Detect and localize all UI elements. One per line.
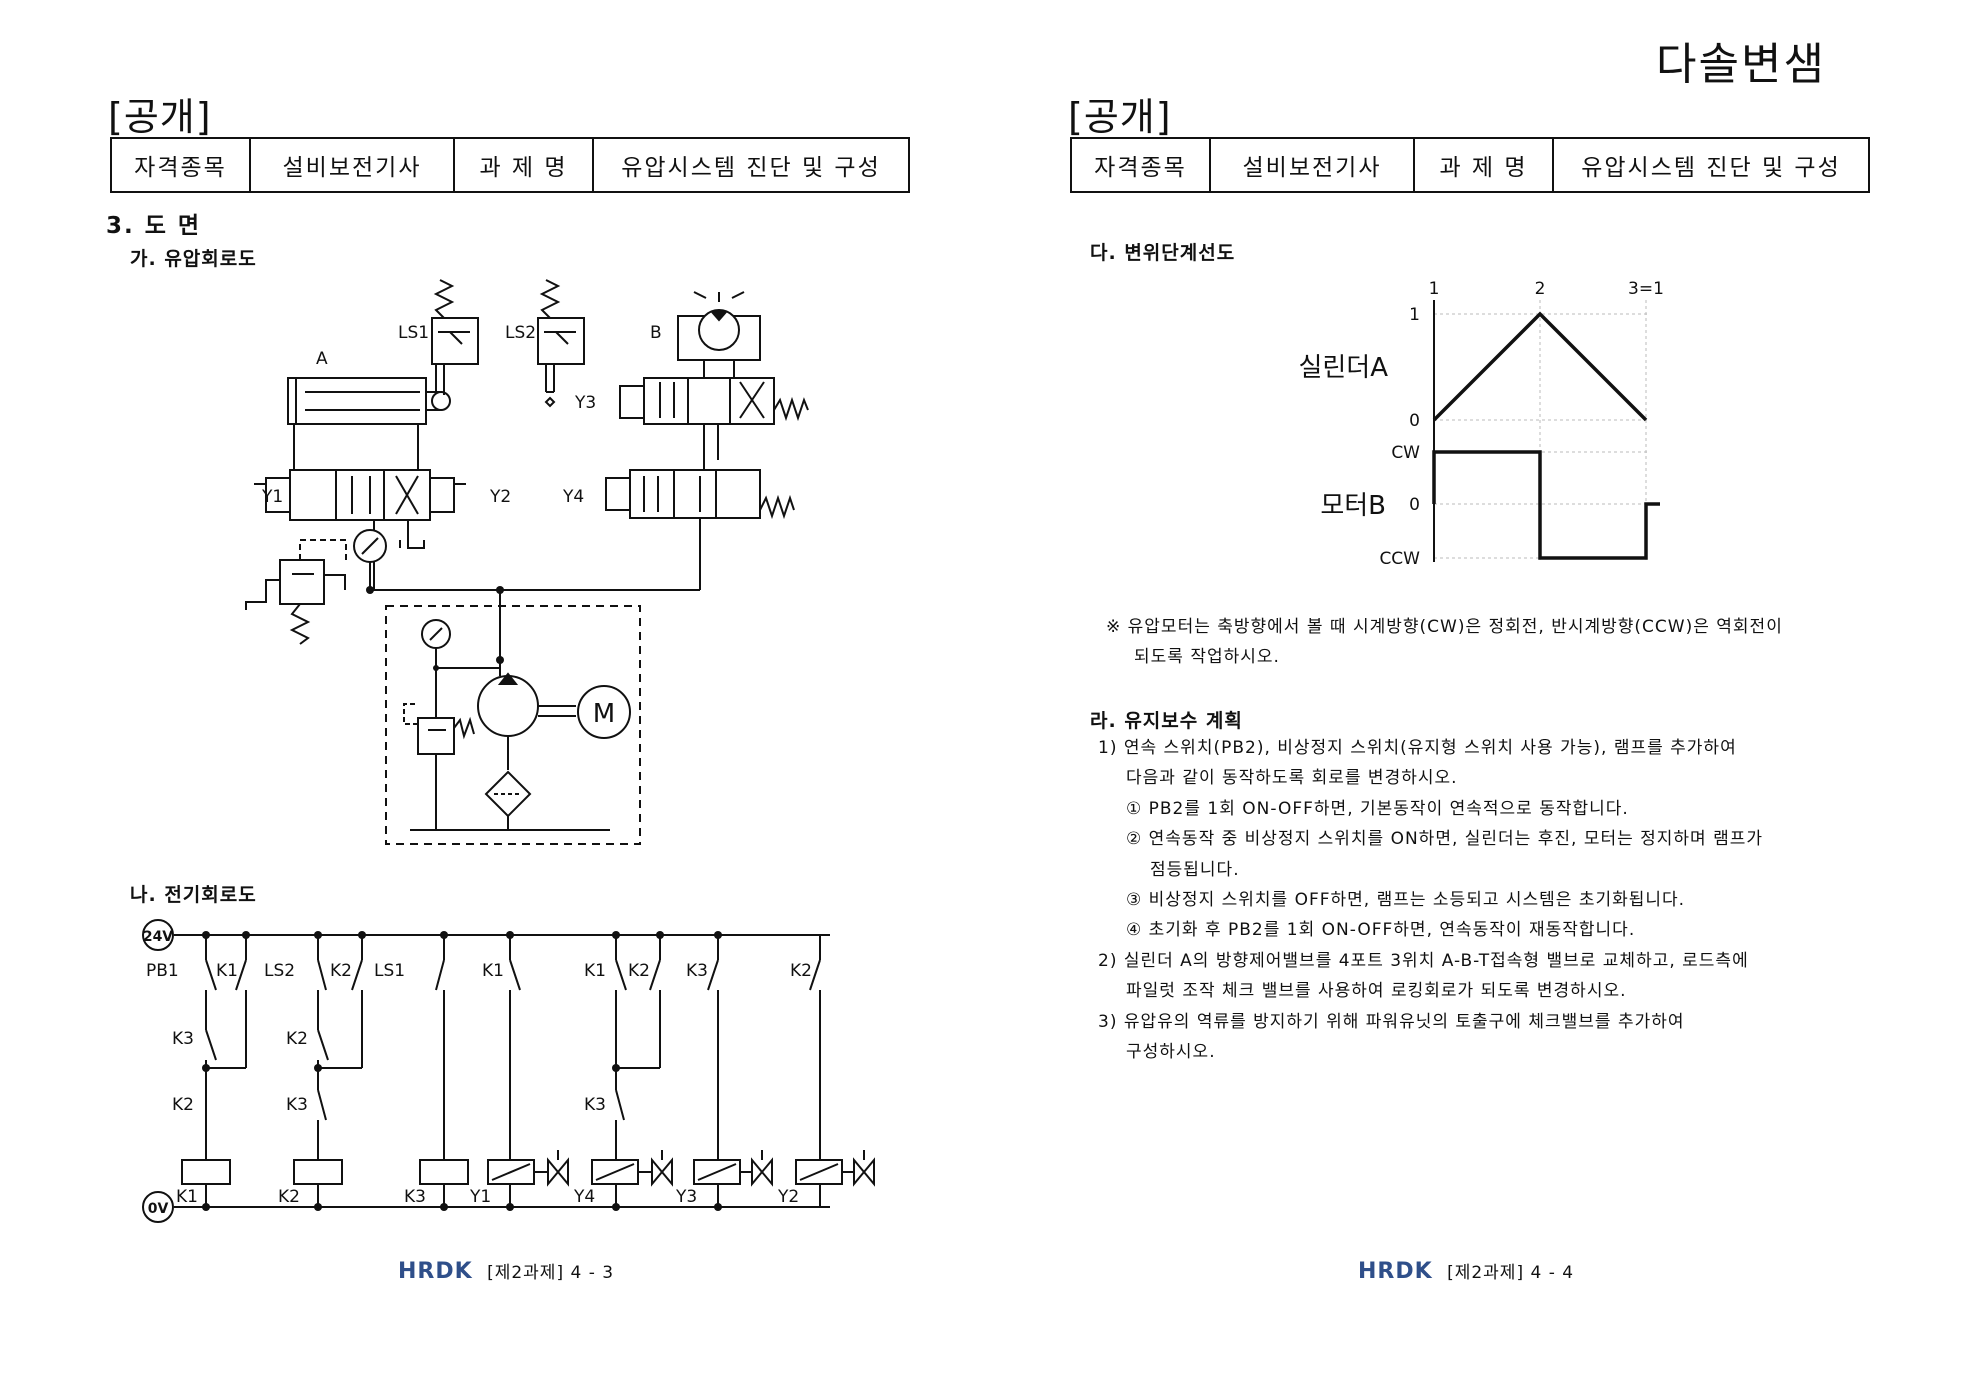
coil-label: K3	[404, 1187, 426, 1207]
plan-line: ③ 비상정지 스위치를 OFF하면, 램프는 소등되고 시스템은 초기화됩니다.	[1126, 890, 1686, 911]
label-y4: Y4	[562, 487, 584, 507]
public-badge-right: [공개]	[1068, 95, 1172, 139]
label-ls2: LS2	[505, 323, 536, 343]
contact-label: K3	[686, 961, 708, 981]
step-label: 1	[1429, 279, 1440, 299]
plan-line: 파일럿 조작 체크 밸브를 사용하여 로킹회로가 되도록 변경하시오.	[1126, 981, 1627, 1002]
cylinder-a	[287, 377, 427, 425]
contact-label: K2	[628, 961, 650, 981]
footer-page-text: [제2과제] 4 - 3	[487, 1263, 615, 1283]
contact-label: LS2	[264, 961, 295, 981]
electric-motor	[577, 685, 631, 739]
motor-b-label: 모터B	[1320, 491, 1386, 521]
label-motor-b: B	[650, 323, 662, 343]
contact-label: K3	[584, 1095, 606, 1115]
plan-line: 점등됩니다.	[1150, 859, 1240, 880]
contact-label: K2	[172, 1095, 194, 1115]
motor-b-motion-line	[1432, 450, 1660, 560]
plan-line: ① PB2를 1회 ON-OFF하면, 기본동작이 연속적으로 동작합니다.	[1126, 798, 1629, 819]
directional-valve-a	[289, 469, 431, 521]
note-block: ※ 유압모터는 축방향에서 볼 때 시계방향(CW)은 정회전, 반시계방향(C…	[1106, 612, 1783, 673]
directional-valve-b	[643, 377, 775, 425]
limit-switch-ls2	[537, 317, 585, 365]
level-label: CCW	[1379, 549, 1420, 569]
limit-switch-ls1	[431, 317, 479, 365]
footer-left: HRDK [제2과제] 4 - 3	[398, 1258, 614, 1284]
plan-line: 구성하시오.	[1126, 1042, 1216, 1063]
subtitle-maintenance-plan: 라. 유지보수 계획	[1090, 710, 1243, 732]
power-unit-box	[385, 605, 641, 845]
header-cell-category-value: 설비보전기사	[249, 137, 455, 193]
contact-label: K2	[790, 961, 812, 981]
note-line: 되도록 작업하시오.	[1134, 647, 1280, 668]
level-label: 0	[1409, 411, 1420, 431]
footer-right: HRDK [제2과제] 4 - 4	[1358, 1258, 1574, 1284]
plan-line: ④ 초기화 후 PB2를 1회 ON-OFF하면, 연속동작이 재동작합니다.	[1126, 920, 1636, 941]
rail-24v-label: 24V	[143, 929, 173, 945]
contact-label: PB1	[146, 961, 179, 981]
plan-line: 1) 연속 스위치(PB2), 비상정지 스위치(유지형 스위치 사용 가능),…	[1098, 738, 1737, 758]
cylinder-a-label: 실린더A	[1298, 353, 1388, 383]
footer-page-text: [제2과제] 4 - 4	[1447, 1263, 1575, 1283]
contact-label: K2	[330, 961, 352, 981]
contact-label: K1	[584, 961, 606, 981]
level-label: 0	[1409, 495, 1420, 515]
coil-label: K1	[176, 1187, 198, 1207]
label-y1: Y1	[261, 487, 283, 507]
cylinder-a-motion-line	[1432, 311, 1648, 422]
note-line: ※ 유압모터는 축방향에서 볼 때 시계방향(CW)은 정회전, 반시계방향(C…	[1106, 617, 1783, 637]
hrdk-logo: HRDK	[1358, 1259, 1433, 1284]
coil-label: Y4	[573, 1187, 595, 1207]
contact-label: LS1	[374, 961, 405, 981]
header-cell-task-label: 과 제 명	[453, 137, 594, 193]
header-cell-category-label: 자격종목	[110, 137, 251, 193]
subtitle-hydraulic-circuit: 가. 유압회로도	[130, 248, 257, 270]
header-cell-category-label: 자격종목	[1070, 137, 1211, 193]
label-y3: Y3	[574, 393, 596, 413]
maintenance-plan-list: 1) 연속 스위치(PB2), 비상정지 스위치(유지형 스위치 사용 가능),…	[1098, 733, 1763, 1067]
plan-line: 다음과 같이 동작하도록 회로를 변경하시오.	[1126, 768, 1458, 789]
contact-label: K1	[482, 961, 504, 981]
step-label: 2	[1535, 279, 1546, 299]
contact-label: K1	[216, 961, 238, 981]
coil-label: Y3	[675, 1187, 697, 1207]
header-cell-task-value: 유압시스템 진단 및 구성	[592, 137, 910, 193]
label-y2: Y2	[489, 487, 511, 507]
subtitle-electric-circuit: 나. 전기회로도	[130, 884, 257, 906]
plan-line: 2) 실린더 A의 방향제어밸브를 4포트 3위치 A-B-T접속형 밸브로 교…	[1098, 950, 1749, 971]
coil-label: Y2	[777, 1187, 799, 1207]
filter-icon	[484, 770, 532, 818]
directional-valve-y4	[629, 469, 761, 519]
public-badge-left: [공개]	[108, 95, 212, 139]
level-label: 1	[1409, 305, 1420, 325]
label-cylinder-a: A	[316, 349, 328, 369]
brand-title: 다솔변샘	[1656, 39, 1826, 90]
plan-line: ② 연속동작 중 비상정지 스위치를 ON하면, 실린더는 후진, 모터는 정지…	[1126, 829, 1764, 850]
header-cell-task-label: 과 제 명	[1413, 137, 1554, 193]
coil-label: Y1	[469, 1187, 491, 1207]
level-label: CW	[1391, 443, 1420, 463]
header-cell-category-value: 설비보전기사	[1209, 137, 1415, 193]
label-ls1: LS1	[398, 323, 429, 343]
svg-text:M: M	[593, 699, 615, 729]
hydraulic-motor-b	[677, 315, 761, 361]
contact-label: K2	[286, 1029, 308, 1049]
step-label: 3=1	[1628, 279, 1664, 299]
contact-label: K3	[286, 1095, 308, 1115]
header-table-right: 자격종목 설비보전기사 과 제 명 유압시스템 진단 및 구성	[1070, 137, 1870, 193]
header-table-left: 자격종목 설비보전기사 과 제 명 유압시스템 진단 및 구성	[110, 137, 910, 193]
subtitle-displacement-diagram: 다. 변위단계선도	[1090, 242, 1236, 264]
header-cell-task-value: 유압시스템 진단 및 구성	[1552, 137, 1870, 193]
plan-line: 3) 유압유의 역류를 방지하기 위해 파워유닛의 토출구에 체크밸브를 추가하…	[1098, 1011, 1685, 1032]
rail-0v-label: 0V	[148, 1201, 169, 1217]
section-title-drawing: 3. 도 면	[106, 213, 202, 239]
hrdk-logo: HRDK	[398, 1259, 473, 1284]
contact-label: K3	[172, 1029, 194, 1049]
coil-label: K2	[278, 1187, 300, 1207]
